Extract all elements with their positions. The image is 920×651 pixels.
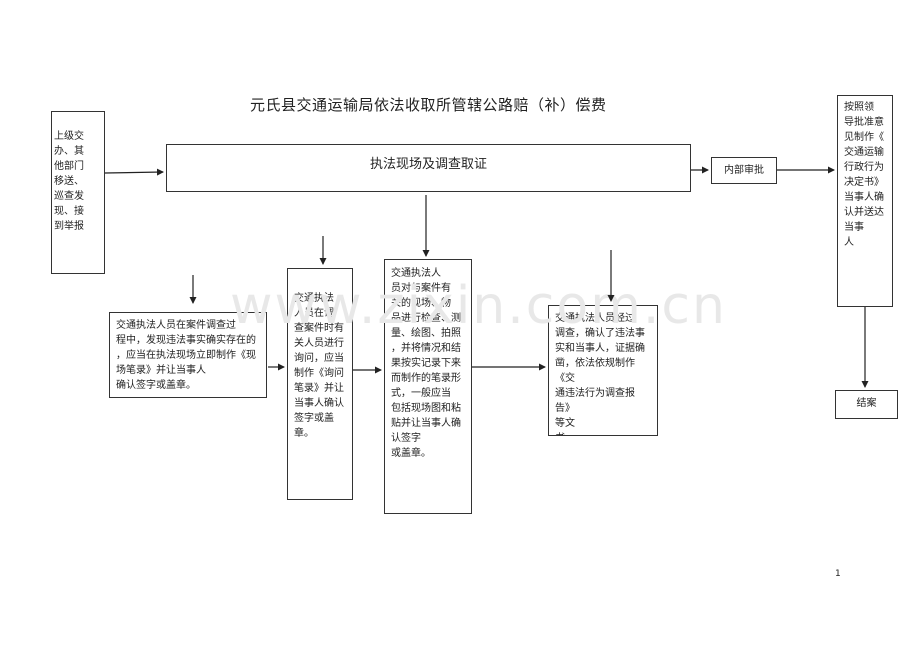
main-process-box: 执法现场及调查取证	[166, 144, 691, 192]
arrow-source-to-main	[104, 168, 164, 176]
step-evidence-box: 交通执法人 员对与案件有 关的现场、物 品进行检查、测 量、绘图、拍照 ，并将情…	[384, 259, 472, 514]
internal-approval-box: 内部审批	[711, 157, 777, 184]
report-source-box: 上级交 办、其 他部门 移送、 巡查发 现、接 到举报	[51, 111, 105, 274]
decision-box: 按照领 导批准意 见制作《 交通运输 行政行为 决定书》 当事人确 认并送达 当…	[837, 95, 893, 307]
step-inquiry-box: 交通执法 人员在调 查案件时有 关人员进行 询问，应当 制作《询问 笔录》并让 …	[287, 268, 353, 500]
step-report-box: 交通执法人员经过 调查，确认了违法事 实和当事人，证据确 凿，依法依规制作《交 …	[548, 305, 658, 436]
page-number: 1	[835, 569, 841, 579]
diagram-title: 元氏县交通运输局依法收取所管辖公路赔（补）偿费	[250, 96, 607, 114]
step-record-box: 交通执法人员在案件调查过 程中，发现违法事实确实存在的 ，应当在执法现场立即制作…	[109, 312, 267, 398]
close-box: 结案	[835, 390, 898, 419]
